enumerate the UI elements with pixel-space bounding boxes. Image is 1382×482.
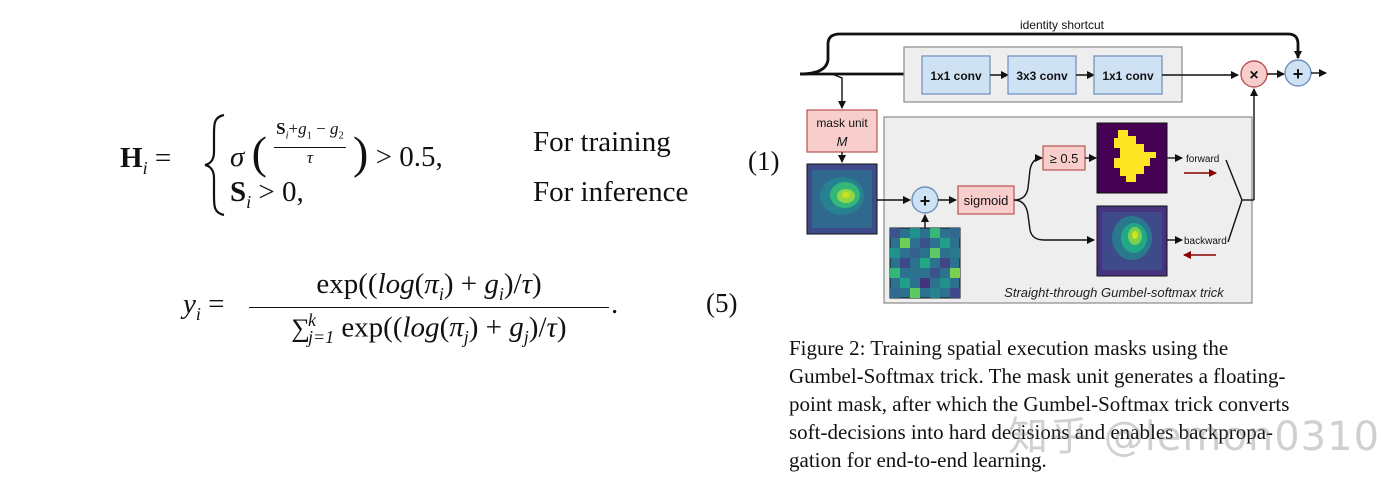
identity-shortcut-label: identity shortcut [1020, 18, 1105, 32]
svg-text:+: + [920, 191, 931, 211]
label-for-training: For training [533, 126, 671, 158]
caption-line: gation for end-to-end learning. [789, 448, 1047, 472]
equation-1-case-inference: Si > 0, [230, 176, 304, 212]
soft-mask-backward-image [1096, 205, 1168, 277]
identity-shortcut-arrow [799, 32, 1302, 76]
fraction-gumbel-noise: Si+g1 − g2 τ [274, 119, 346, 167]
equation-1-case-training: σ ( Si+g1 − g2 τ ) > 0.5, [230, 119, 443, 178]
equation-1: Hi = σ ( Si+g1 − g2 τ ) > 0.5, For train… [120, 112, 720, 222]
caption-line: Gumbel-Softmax trick. The mask unit gene… [789, 364, 1286, 388]
svg-text:1x1 conv: 1x1 conv [930, 69, 982, 83]
threshold-box [1042, 145, 1086, 171]
equation-1-lhs: Hi = [120, 142, 172, 178]
figure-caption: Figure 2: Training spatial execution mas… [789, 334, 1339, 474]
svg-text:×: × [1249, 67, 1258, 84]
backward-label: backward [1184, 236, 1227, 247]
equation-1-number: (1) [748, 146, 780, 176]
left-brace [204, 113, 225, 217]
forward-label: forward [1186, 154, 1219, 165]
gumbel-noise-image [889, 227, 961, 299]
hard-mask-image [1096, 122, 1168, 194]
conv-3x3 [1007, 55, 1077, 95]
watermark: 知乎 @lemon0310 [1008, 414, 1381, 460]
svg-text:1x1 conv: 1x1 conv [1102, 69, 1154, 83]
svg-text:3x3 conv: 3x3 conv [1016, 69, 1068, 83]
svg-text:sigmoid: sigmoid [964, 193, 1009, 208]
sigmoid-box [957, 185, 1015, 215]
caption-line: soft-decisions into hard decisions and e… [789, 420, 1274, 444]
svg-text:M: M [837, 134, 848, 149]
caption-line: point mask, after which the Gumbel-Softm… [789, 392, 1290, 416]
equation-5: yi = exp((log(πi) + gi)/τ) ∑kj=1 exp((lo… [183, 268, 619, 348]
mask-unit-box [806, 109, 878, 153]
soft-mask-heatmap [806, 163, 878, 235]
conv-1x1-first [921, 55, 991, 95]
label-for-inference: For inference [533, 176, 689, 208]
softmax-fraction: exp((log(πi) + gi)/τ) ∑kj=1 exp((log(πj)… [249, 268, 609, 348]
equation-5-number: (5) [706, 288, 738, 318]
caption-line: Figure 2: Training spatial execution mas… [789, 336, 1229, 360]
svg-text:+: + [1293, 64, 1304, 84]
svg-text:≥ 0.5: ≥ 0.5 [1050, 151, 1079, 166]
svg-text:mask unit: mask unit [816, 116, 868, 130]
figure-diagram: identity shortcut 1x1 conv 3x3 conv 1x1 … [799, 18, 1327, 304]
gumbel-trick-label: Straight-through Gumbel-softmax trick [1004, 285, 1225, 300]
